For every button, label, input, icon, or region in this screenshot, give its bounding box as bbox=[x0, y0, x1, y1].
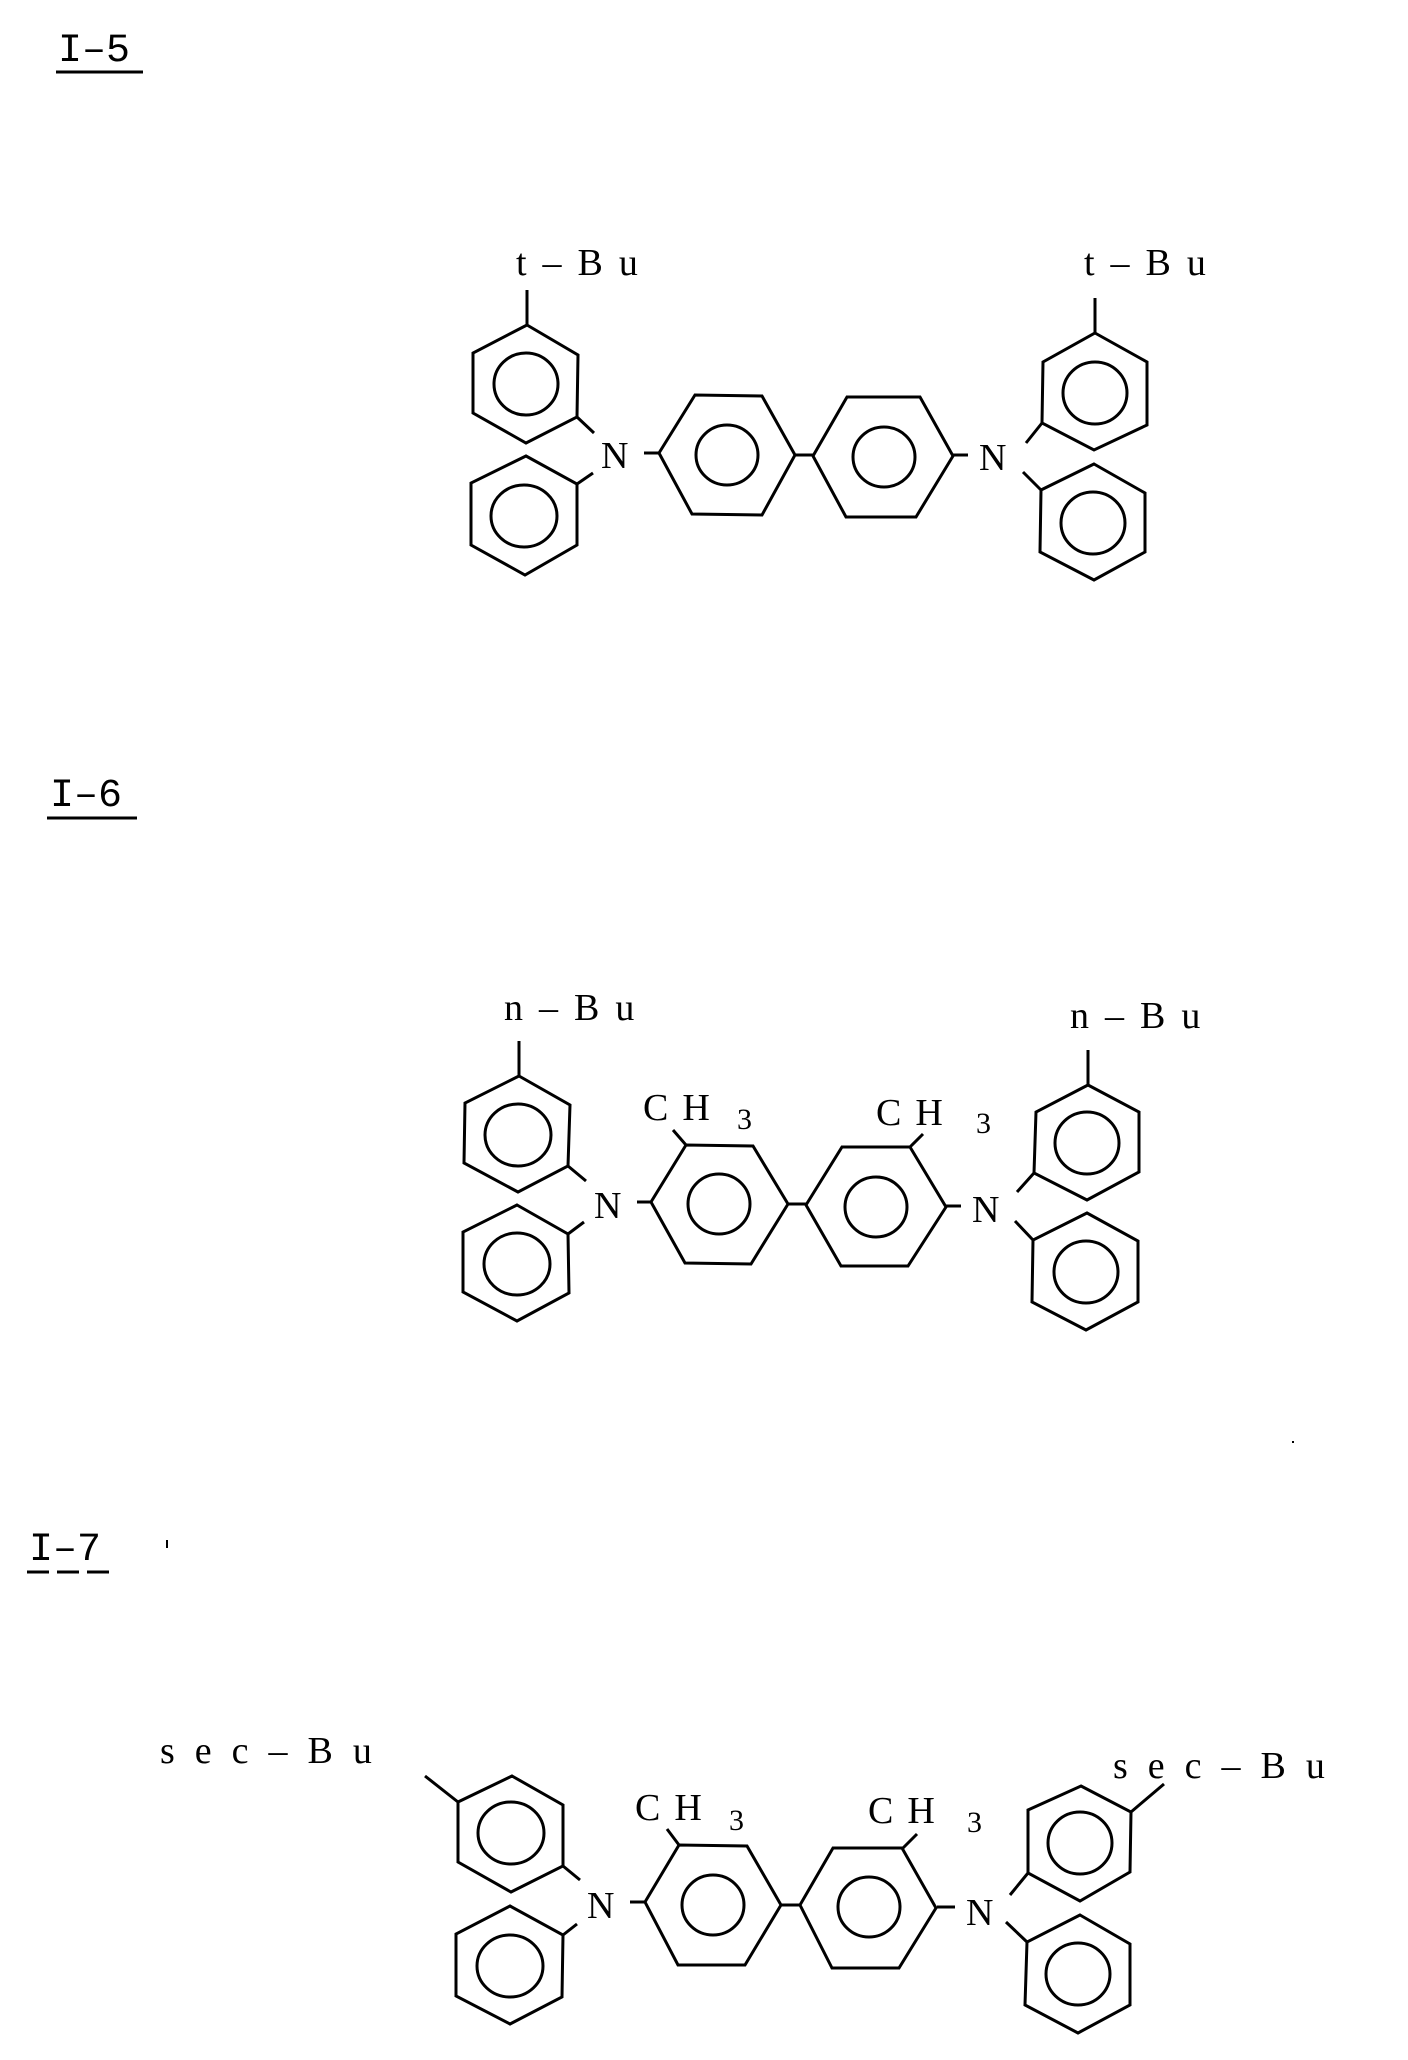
bond bbox=[1021, 470, 1043, 492]
benzene-ring-icon bbox=[462, 1074, 572, 1194]
benzene-ring-icon bbox=[1023, 1913, 1132, 2035]
benzene-ring-icon bbox=[1026, 1784, 1133, 1903]
aromatic-circle bbox=[1046, 1810, 1114, 1876]
aromatic-circle bbox=[851, 425, 917, 489]
aromatic-circle bbox=[483, 1102, 553, 1168]
methyl-left-subscript: 3 bbox=[737, 1103, 752, 1136]
benzene-ring-icon bbox=[461, 1203, 571, 1323]
substituent-left: t–Bu bbox=[516, 242, 654, 284]
benzene-ring-icon bbox=[798, 1846, 938, 1970]
compound-label: I–5 bbox=[58, 29, 130, 74]
nitrogen-atom: N bbox=[972, 1189, 999, 1231]
aromatic-circle bbox=[492, 351, 560, 417]
scan-speck bbox=[1292, 1441, 1294, 1443]
nitrogen-atom: N bbox=[601, 435, 628, 477]
aromatic-circle bbox=[1059, 490, 1127, 556]
aromatic-circle bbox=[1053, 1110, 1121, 1176]
nitrogen-atom: N bbox=[966, 1892, 993, 1934]
bond bbox=[1008, 1872, 1030, 1896]
bond bbox=[562, 1922, 578, 1937]
benzene-ring-icon bbox=[454, 1904, 565, 2026]
bond bbox=[562, 1864, 581, 1882]
bond bbox=[567, 1164, 587, 1183]
bond bbox=[901, 1832, 919, 1850]
bond bbox=[1130, 1782, 1165, 1814]
benzene-ring-icon bbox=[1030, 1211, 1140, 1332]
benzene-ring-icon bbox=[471, 323, 580, 445]
aromatic-circle bbox=[482, 1231, 552, 1297]
nitrogen-atom: N bbox=[594, 1185, 621, 1227]
nitrogen-atom: N bbox=[979, 437, 1006, 479]
bond bbox=[665, 1828, 681, 1846]
nitrogen-atom: N bbox=[587, 1885, 614, 1927]
aromatic-circle bbox=[476, 1800, 546, 1866]
benzene-ring-icon bbox=[469, 454, 579, 577]
aromatic-circle bbox=[489, 483, 559, 549]
methyl-right-subscript: 3 bbox=[967, 1806, 982, 1839]
bond bbox=[1004, 1920, 1029, 1944]
benzene-ring-icon bbox=[1040, 331, 1149, 452]
substituent-right: sec–Bu bbox=[1113, 1745, 1345, 1787]
aromatic-circle bbox=[836, 1875, 902, 1939]
aromatic-circle bbox=[1044, 1941, 1112, 2007]
compound-label: I–7 bbox=[29, 1528, 101, 1573]
benzene-ring-icon bbox=[649, 1143, 790, 1266]
aromatic-circle bbox=[475, 1933, 545, 1999]
methyl-right-subscript: 3 bbox=[976, 1107, 991, 1140]
bond bbox=[576, 471, 594, 486]
benzene-ring-icon bbox=[643, 1843, 783, 1967]
bond bbox=[424, 1774, 459, 1804]
aromatic-circle bbox=[1052, 1239, 1120, 1305]
substituent-right: n–Bu bbox=[1070, 995, 1216, 1037]
benzene-ring-icon bbox=[456, 1774, 565, 1894]
substituent-right: t–Bu bbox=[1084, 242, 1222, 284]
compound-label: I–6 bbox=[50, 774, 122, 819]
benzene-ring-icon bbox=[1038, 462, 1147, 582]
methyl-left: CH bbox=[643, 1087, 724, 1129]
bond bbox=[1024, 422, 1044, 444]
bond bbox=[1013, 1219, 1035, 1242]
compound-I-6: I–6 n–Bu N CH 3 CH 3 N n–Bu bbox=[47, 774, 1216, 1332]
aromatic-circle bbox=[680, 1873, 746, 1937]
benzene-ring-icon bbox=[804, 1145, 948, 1268]
scan-speck bbox=[166, 1540, 168, 1548]
benzene-ring-icon bbox=[657, 393, 797, 517]
methyl-right: CH bbox=[876, 1092, 957, 1134]
aromatic-circle bbox=[686, 1172, 752, 1236]
bond bbox=[908, 1132, 925, 1149]
substituent-left: n–Bu bbox=[504, 987, 650, 1029]
bond bbox=[1015, 1171, 1036, 1194]
benzene-ring-icon bbox=[811, 395, 955, 519]
aromatic-circle bbox=[1061, 360, 1129, 426]
bond bbox=[575, 415, 596, 435]
compound-I-5: I–5 t–Bu N N t–Bu bbox=[56, 29, 1222, 582]
methyl-left: CH bbox=[635, 1787, 716, 1829]
aromatic-circle bbox=[694, 423, 760, 487]
substituent-left: sec–Bu bbox=[160, 1730, 392, 1772]
compound-I-7: I–7 sec–Bu N CH 3 CH 3 N sec–Bu bbox=[27, 1528, 1345, 2035]
aromatic-circle bbox=[843, 1175, 909, 1239]
methyl-left-subscript: 3 bbox=[729, 1804, 744, 1837]
methyl-right: CH bbox=[868, 1790, 949, 1832]
benzene-ring-icon bbox=[1032, 1083, 1141, 1202]
bond bbox=[671, 1129, 688, 1146]
bond bbox=[567, 1220, 585, 1236]
